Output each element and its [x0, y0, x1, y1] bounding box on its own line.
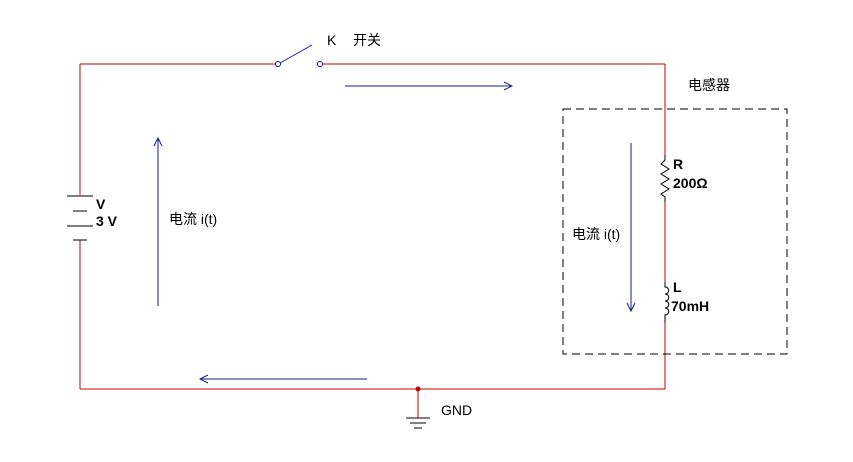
arrow-left	[153, 136, 163, 306]
inductor-symbol	[664, 282, 670, 323]
switch-contact-right	[317, 61, 323, 67]
resistor-name: R	[673, 156, 683, 172]
battery-name: V	[96, 196, 106, 212]
inductor-box-label: 电感器	[688, 77, 730, 93]
inductor-name: L	[673, 279, 682, 295]
battery-value: 3 V	[96, 213, 118, 229]
current-label-right: 电流 i(t)	[572, 226, 620, 242]
inductor-value: 70mH	[671, 298, 709, 314]
ground-label: GND	[441, 402, 472, 418]
switch-contact-left	[275, 61, 281, 67]
ground-node	[415, 386, 421, 392]
inductor-box	[562, 108, 788, 355]
arrow-bottom	[198, 374, 367, 384]
battery-symbol	[67, 195, 93, 241]
ground-symbol	[406, 417, 430, 429]
switch-lever	[279, 44, 313, 64]
current-arrows	[153, 81, 636, 384]
switch-label: K	[327, 32, 337, 48]
arrow-right	[626, 143, 636, 313]
wires	[79, 63, 666, 418]
switch-name: 开关	[353, 32, 381, 48]
arrow-top	[345, 81, 514, 91]
resistor-symbol	[660, 155, 670, 202]
switch[interactable]	[275, 44, 323, 67]
current-label-left: 电流 i(t)	[169, 211, 217, 227]
resistor-value: 200Ω	[673, 175, 708, 191]
